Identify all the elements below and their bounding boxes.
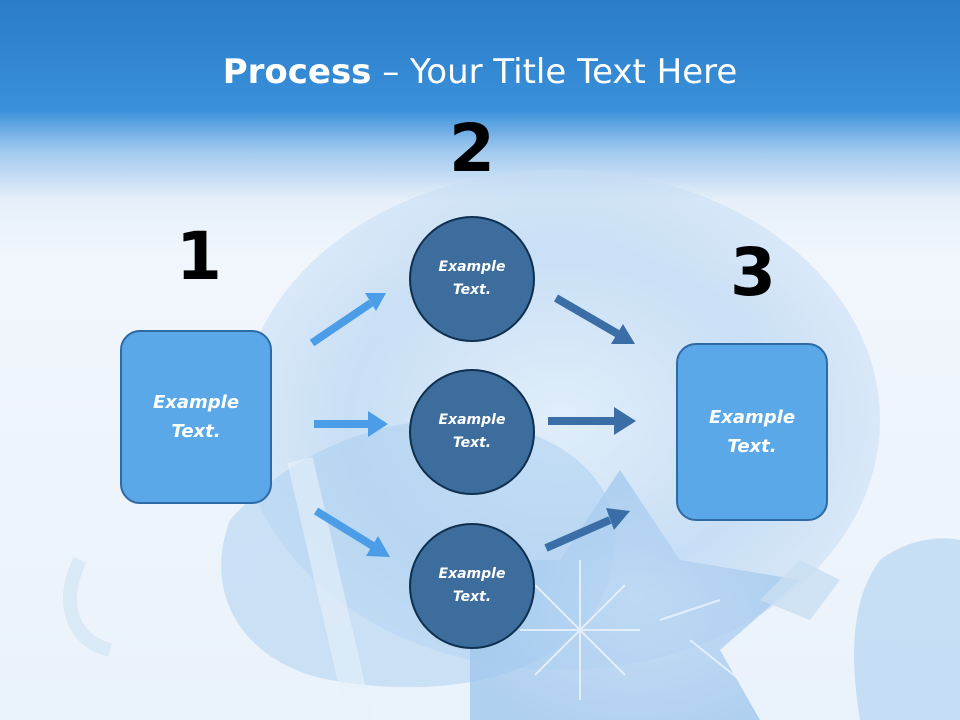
arrow-left-to-bottom <box>313 507 390 557</box>
end-box-text: Example Text. <box>708 407 796 457</box>
step-number-2: 2 <box>449 110 495 187</box>
arrow-left-to-middle <box>314 411 388 437</box>
start-box: Example Text. <box>120 330 272 504</box>
arrow-left-to-top <box>309 293 386 347</box>
circle-bottom-text: Example Text. <box>438 566 506 605</box>
circle-top-text: Example Text. <box>438 259 506 298</box>
title-rest: – Your Title Text Here <box>371 52 738 92</box>
slide-title: Process – Your Title Text Here <box>0 52 960 92</box>
circle-bottom: Example Text. <box>409 523 535 649</box>
circle-middle-text: Example Text. <box>438 412 506 451</box>
arrow-bottom-to-right <box>544 508 630 552</box>
step-number-3: 3 <box>730 234 776 311</box>
circle-middle: Example Text. <box>409 369 535 495</box>
step-number-1: 1 <box>176 218 222 295</box>
circle-top: Example Text. <box>409 216 535 342</box>
end-box: Example Text. <box>676 343 828 521</box>
arrow-top-to-right <box>553 294 635 344</box>
start-box-text: Example Text. <box>152 392 240 442</box>
arrow-middle-to-right <box>548 407 636 435</box>
title-bold: Process <box>222 52 372 92</box>
